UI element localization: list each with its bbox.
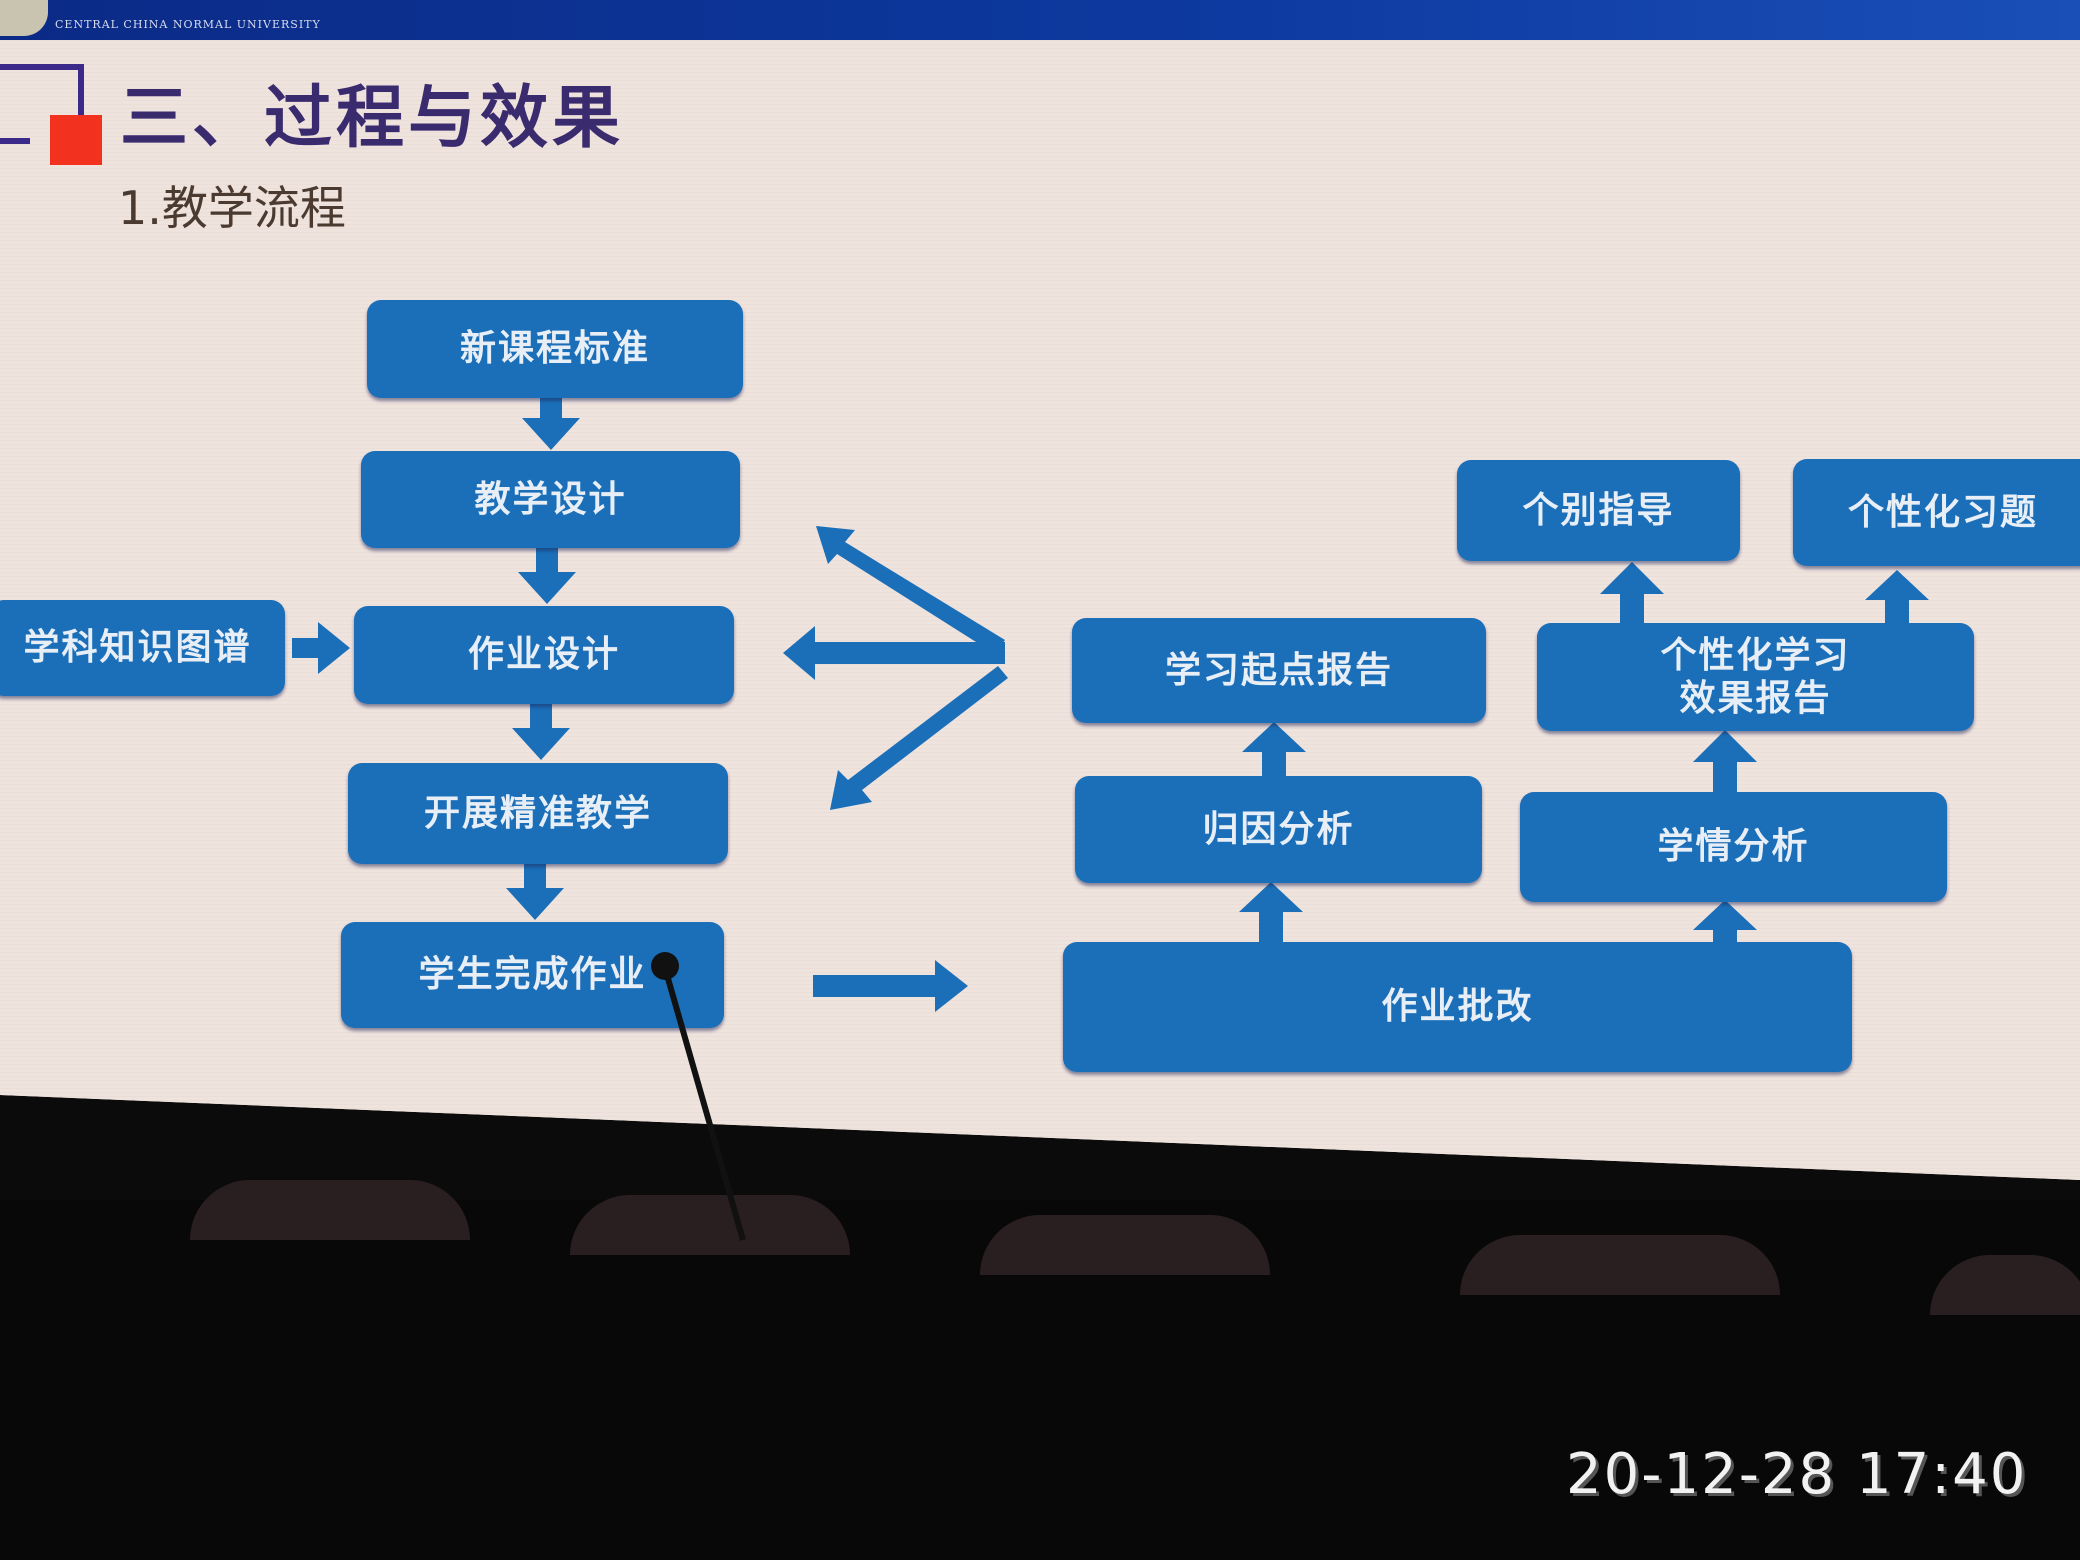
arrow-down	[506, 864, 564, 920]
arrow-down	[518, 548, 576, 604]
title-accent-square	[50, 115, 102, 165]
photo-timestamp: 20-12-28 17:40	[1566, 1442, 2028, 1507]
flow-arrows	[292, 398, 1929, 1012]
title-decoration	[0, 64, 84, 144]
flow-box-start-report: 学习起点报告	[1072, 618, 1486, 723]
arrow-left	[783, 626, 1005, 680]
arrow-up	[1600, 562, 1664, 623]
arrow-right	[292, 622, 350, 674]
arrow-down	[512, 704, 570, 760]
title-decoration	[0, 64, 30, 144]
projection-screen: CENTRAL CHINA NORMAL UNIVERSITY 三、过程与效果 …	[0, 0, 2080, 1180]
seat-back	[190, 1180, 470, 1240]
flow-box-attribution: 归因分析	[1075, 776, 1482, 883]
flow-box-homework-design: 作业设计	[354, 606, 734, 704]
arrow-up	[1239, 882, 1303, 942]
seat-back	[570, 1195, 850, 1255]
flow-box-precision-teaching: 开展精准教学	[348, 763, 728, 864]
flow-box-knowledge-graph: 学科知识图谱	[0, 600, 285, 696]
seat-back	[1460, 1235, 1780, 1295]
arrow-up	[1242, 722, 1306, 776]
slide-subtitle: 1.教学流程	[118, 181, 346, 235]
seat-back	[980, 1215, 1270, 1275]
flow-box-personal-report: 个性化学习 效果报告	[1537, 623, 1974, 731]
seat-back	[1930, 1255, 2080, 1315]
flow-box-teaching-design: 教学设计	[361, 451, 740, 548]
university-name: CENTRAL CHINA NORMAL UNIVERSITY	[55, 18, 321, 31]
flow-box-grading: 作业批改	[1063, 942, 1852, 1072]
arrow-up-left	[816, 526, 1005, 654]
arrow-down-left	[830, 666, 1008, 810]
arrow-up	[1693, 730, 1757, 792]
slide-header-band: CENTRAL CHINA NORMAL UNIVERSITY	[0, 0, 2080, 40]
slide-title: 三、过程与效果	[120, 79, 625, 158]
flow-box-personal-exercises: 个性化习题	[1793, 459, 2080, 566]
arrow-up	[1693, 900, 1757, 955]
flow-box-learning-analysis: 学情分析	[1520, 792, 1947, 902]
flow-box-new-curriculum: 新课程标准	[367, 300, 743, 398]
arrow-down	[522, 398, 580, 450]
flow-box-individual-guidance: 个别指导	[1457, 460, 1740, 561]
arrow-up	[1865, 570, 1929, 623]
arrow-right	[813, 960, 968, 1012]
